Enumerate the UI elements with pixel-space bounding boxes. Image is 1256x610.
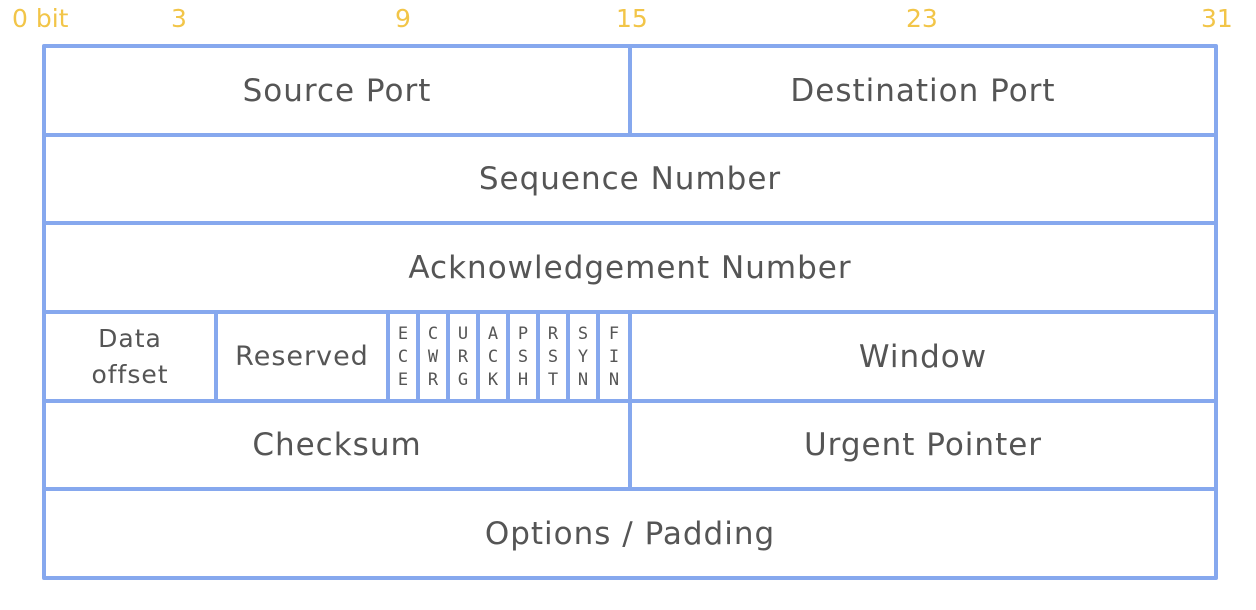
flag-fin: F I N xyxy=(596,310,632,403)
acknowledgement-number-field: Acknowledgement Number xyxy=(42,221,1218,314)
source-port-field: Source Port xyxy=(42,44,632,137)
destination-port-field: Destination Port xyxy=(628,44,1218,137)
bit-label-3: 3 xyxy=(171,4,187,33)
data-offset-label-line2: offset xyxy=(91,359,169,389)
checksum-field: Checksum xyxy=(42,399,632,491)
window-field: Window xyxy=(628,310,1218,403)
flag-cwr: C W R xyxy=(416,310,450,403)
urgent-pointer-field: Urgent Pointer xyxy=(628,399,1218,491)
flag-ece: E C E xyxy=(386,310,420,403)
flag-ack: A C K xyxy=(476,310,510,403)
flag-syn: S Y N xyxy=(566,310,600,403)
bit-label-15: 15 xyxy=(616,4,648,33)
bit-label-9: 9 xyxy=(395,4,411,33)
reserved-field: Reserved xyxy=(214,310,390,403)
sequence-number-field: Sequence Number xyxy=(42,133,1218,225)
flag-psh: P S H xyxy=(506,310,540,403)
bit-label-0: 0 bit xyxy=(12,4,69,33)
bit-label-23: 23 xyxy=(906,4,938,33)
data-offset-field: Data offset xyxy=(42,310,218,403)
data-offset-label-line1: Data xyxy=(98,323,162,353)
bit-label-31: 31 xyxy=(1201,4,1233,33)
flag-rst: R S T xyxy=(536,310,570,403)
flag-urg: U R G xyxy=(446,310,480,403)
options-padding-field: Options / Padding xyxy=(42,487,1218,580)
